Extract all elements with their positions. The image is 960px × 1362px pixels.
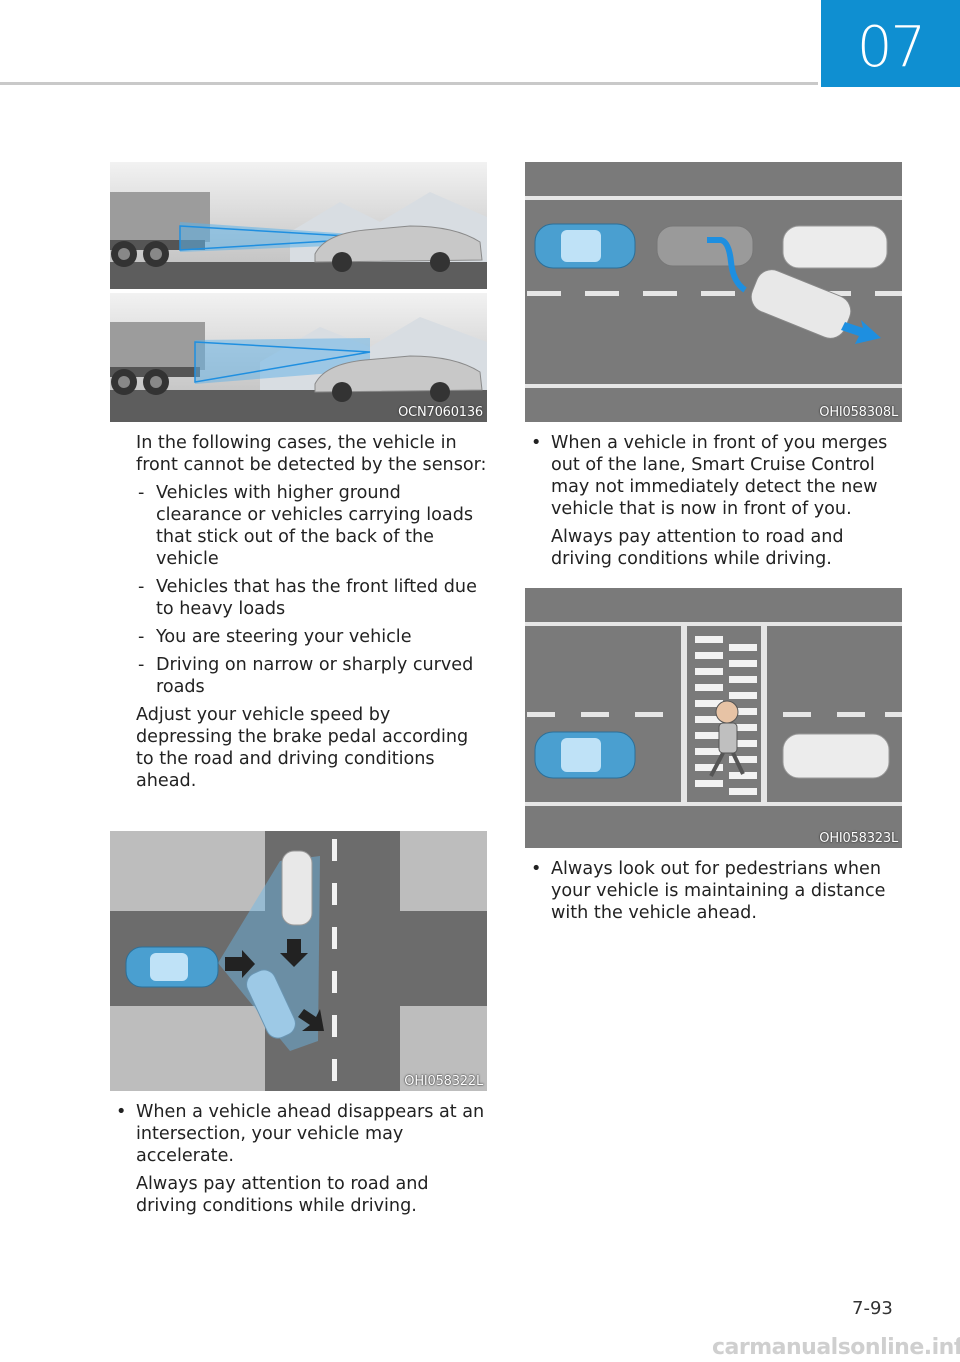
page-number: 7-93 — [852, 1298, 893, 1319]
case-item: Vehicles that has the front lifted due t… — [136, 576, 488, 620]
case-item: Driving on narrow or sharply curved road… — [136, 654, 488, 698]
chapter-tab: 07 — [821, 0, 960, 87]
right-text-block-1: • When a vehicle in front of you merges … — [526, 432, 902, 570]
bullet-symbol: • — [531, 859, 542, 879]
figure-code: OCN7060136 — [398, 405, 483, 420]
bullet-symbol: • — [116, 1102, 127, 1122]
figure-code: OHI058323L — [819, 831, 898, 846]
case-item: Vehicles with higher ground clearance or… — [136, 482, 488, 570]
bullet-symbol: • — [531, 433, 542, 453]
bullet-merge: • When a vehicle in front of you merges … — [526, 432, 902, 520]
bullet-text: Always look out for pedestrians when you… — [551, 859, 886, 923]
truck-illustration — [110, 162, 487, 422]
figure-code: OHI058322L — [404, 1074, 483, 1089]
bullet-text: When a vehicle ahead disappears at an in… — [136, 1102, 485, 1166]
lane-merge-illustration — [525, 162, 902, 422]
right-text-block-2: • Always look out for pedestrians when y… — [526, 858, 902, 930]
intro-paragraph: In the following cases, the vehicle in f… — [136, 433, 487, 475]
advice-paragraph: Adjust your vehicle speed by depressing … — [136, 705, 469, 791]
case-item: You are steering your vehicle — [136, 626, 488, 648]
footer-watermark: carmanualsonline.info — [712, 1335, 960, 1360]
left-text-block-2: • When a vehicle ahead disappears at an … — [111, 1101, 487, 1217]
figure-truck-detection: OCN7060136 — [110, 162, 487, 422]
bullet-intersection: • When a vehicle ahead disappears at an … — [111, 1101, 487, 1167]
figure-intersection: OHI058322L — [110, 831, 487, 1091]
figure-lane-merge: OHI058308L — [525, 162, 902, 422]
bullet-pedestrian: • Always look out for pedestrians when y… — [526, 858, 902, 924]
bullet-note: Always pay attention to road and driving… — [551, 527, 844, 569]
intersection-illustration — [110, 831, 487, 1091]
figure-code: OHI058308L — [819, 405, 898, 420]
header-rule — [0, 82, 818, 85]
bullet-note: Always pay attention to road and driving… — [136, 1174, 429, 1216]
bullet-text: When a vehicle in front of you merges ou… — [551, 433, 888, 519]
left-text-block-1: In the following cases, the vehicle in f… — [136, 432, 488, 798]
pedestrian-illustration — [525, 588, 902, 848]
figure-pedestrian: OHI058323L — [525, 588, 902, 848]
